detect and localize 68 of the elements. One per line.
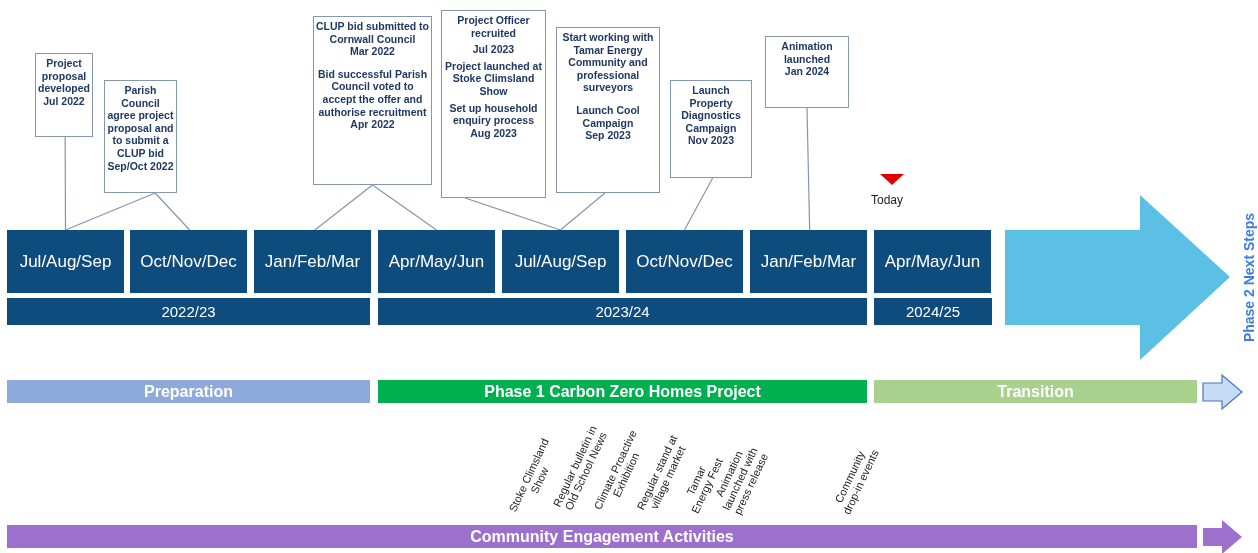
year-bar	[7, 298, 370, 325]
callout-text: Apr 2022	[350, 118, 395, 131]
quarter-label: Oct/Nov/Dec	[636, 251, 733, 272]
callout-box	[104, 80, 177, 193]
phase-label: Phase 1 Carbon Zero Homes Project	[484, 382, 761, 401]
callout-text: Jan 2024	[784, 65, 830, 78]
callout-box	[765, 36, 849, 108]
leader-line	[683, 177, 714, 231]
callout-text: Nov 2023	[687, 134, 735, 147]
today-label: Today	[871, 193, 904, 207]
quarter-label: Apr/May/Jun	[388, 251, 485, 272]
callout-text: Start working with Tamar Energy Community and professional surveyors	[561, 31, 655, 94]
callout-box	[441, 10, 546, 198]
callout-box	[556, 27, 660, 193]
callout-text: Parish Council agree project proposal and to submit a CLUP bid	[107, 84, 174, 160]
quarter-label: Apr/May/Jun	[884, 251, 981, 272]
year-label: 2022/23	[161, 303, 216, 320]
phase-label: Transition	[997, 382, 1074, 401]
quarter-label: Jul/Aug/Sep	[19, 251, 112, 272]
callout-text: Sep 2023	[585, 129, 631, 142]
callout-text: Launch Cool Campaign	[575, 103, 641, 130]
callout-text: Launch Property Diagnostics Campaign	[680, 84, 742, 135]
year-bar	[874, 298, 992, 325]
side-label-text: Phase 2 Next Steps	[1241, 211, 1258, 345]
leader-line	[806, 107, 811, 231]
phase-bar	[874, 380, 1197, 403]
leader-line	[154, 192, 191, 231]
quarter-box	[254, 230, 371, 293]
quarter-box	[7, 230, 124, 293]
phase-bar	[378, 380, 867, 403]
leader-line	[371, 184, 438, 231]
callout-text: Set up household enquiry process	[448, 101, 539, 127]
quarter-box	[626, 230, 743, 293]
quarter-box	[502, 230, 619, 293]
quarter-box	[130, 230, 247, 293]
leader-line	[64, 136, 67, 231]
year-label: 2023/24	[595, 303, 650, 320]
callout-text: Project launched at Stoke Climsland Show	[444, 59, 543, 98]
callout-text: Sep/Oct 2022	[107, 159, 174, 173]
callout-text: Project Officer recruited	[456, 14, 531, 40]
quarter-box	[378, 230, 495, 293]
callout-text: Bid successful Parish Council voted to accept the offer and authorise recruitment	[316, 67, 429, 119]
callout-box	[670, 80, 752, 178]
quarter-label: Jul/Aug/Sep	[514, 251, 607, 272]
callout-text: Animation launched	[780, 40, 834, 66]
year-label: 2024/25	[905, 303, 961, 320]
quarter-label: Jan/Feb/Mar	[264, 251, 361, 272]
year-bar	[378, 298, 867, 325]
callout-box	[35, 53, 93, 137]
callout-text: Project proposal developed	[38, 57, 90, 95]
phase-label: Community Engagement Activities	[470, 527, 734, 546]
callout-box	[313, 16, 432, 185]
quarter-label: Oct/Nov/Dec	[140, 251, 237, 272]
leader-line	[64, 192, 156, 231]
callout-text: Mar 2022	[350, 45, 395, 58]
leader-line	[464, 197, 562, 231]
quarter-box	[750, 230, 867, 293]
quarter-label: Jan/Feb/Mar	[760, 251, 857, 272]
leader-line	[314, 184, 374, 231]
phase-bar	[7, 380, 370, 403]
leader-line	[559, 192, 606, 231]
quarter-box	[874, 230, 991, 293]
callout-text: Jul 2023	[472, 43, 515, 56]
phase-bar	[7, 525, 1197, 548]
phase-label: Preparation	[144, 382, 233, 401]
callout-text: Aug 2023	[470, 126, 517, 140]
callout-text: Jul 2022	[43, 94, 85, 108]
callout-text: CLUP bid submitted to Cornwall Council	[316, 20, 429, 46]
